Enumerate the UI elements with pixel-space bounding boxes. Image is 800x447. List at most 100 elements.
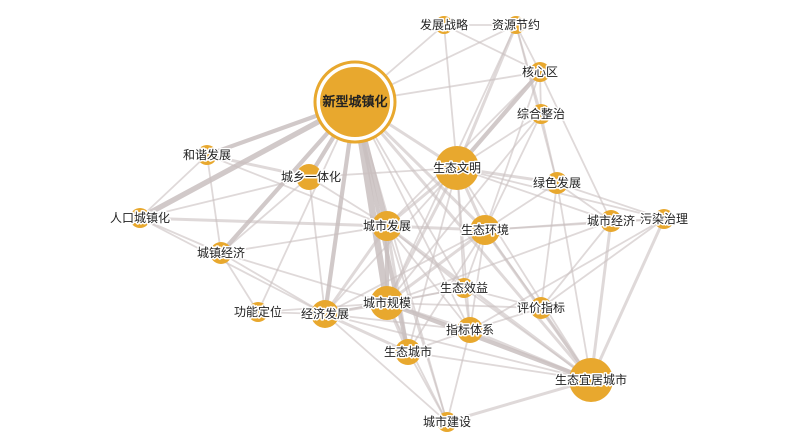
node-chengshifazhan[interactable] — [372, 211, 402, 241]
edge-renkou-jingjifazhan — [139, 217, 326, 315]
edge-renkou-chengshifazhan — [139, 216, 388, 228]
node-zonghezhengzhi[interactable] — [531, 104, 551, 124]
edge-chengzhenjingji-gongnengdingwei — [220, 252, 259, 313]
node-label-shengtaihuanjing: 生态环境 — [461, 222, 509, 237]
edge-shengtaihuanjing-zhibiaotixi — [469, 229, 486, 331]
edge-jingjifazhan-chengshijianshe — [324, 313, 448, 423]
node-pingjiazhibiao[interactable] — [530, 297, 552, 319]
node-label-fazhanzhanlue: 发展战略 — [420, 17, 468, 32]
node-xinxing[interactable] — [320, 67, 390, 137]
edge-chengzhenjingji-jingjifazhan — [220, 252, 326, 315]
edge-chengshijingji-shengtaiyiju — [589, 220, 613, 381]
edge-fazhanzhanlue-shengtaiwenming — [443, 24, 458, 169]
nodes-layer — [130, 16, 674, 432]
node-fazhanzhanlue[interactable] — [435, 16, 453, 34]
edge-shengtaichengshi-shengtaiyiju — [407, 351, 592, 381]
edge-chengshifazhan-jingjifazhan — [323, 225, 389, 315]
node-shengtaihuanjing[interactable] — [470, 215, 500, 245]
edge-zonghezhengzhi-shengtaihuanjing — [484, 113, 542, 231]
node-label-chengshijingji: 城市经济 — [587, 213, 635, 228]
edge-shengtaiwenming-shengtaiyiju — [456, 167, 592, 381]
edge-shengtaixiaoyi-pingjiazhibiao — [463, 287, 542, 309]
edge-chengshifazhan-chengzhenjingji — [220, 225, 388, 254]
node-label-shengtaichengshi: 生态城市 — [384, 344, 432, 359]
node-label-ziyuanjieyue: 资源节约 — [492, 17, 540, 32]
edge-chengxiang-renkou — [139, 176, 310, 219]
node-label-shengtaiwenming: 生态文明 — [433, 160, 481, 175]
edge-hexiefazhan-renkou — [139, 154, 208, 219]
edge-lvsefazhan-shengtaiyiju — [556, 182, 592, 381]
edge-wuran-pingjiazhibiao — [540, 218, 665, 309]
node-chengxiang[interactable] — [296, 164, 322, 190]
edge-chengxiang-jingjifazhan — [308, 176, 326, 315]
labels-layer: 新型城镇化发展战略资源节约核心区综合整治和谐发展城乡一体化生态文明绿色发展人口城… — [108, 16, 689, 431]
node-lvsefazhan[interactable] — [546, 172, 568, 194]
node-label-zhibiaotixi: 指标体系 — [446, 322, 494, 337]
edge-renkou-chengzhenjingji — [139, 217, 222, 254]
edge-wuran-zhibiaotixi — [469, 218, 665, 331]
node-label-lvsefazhan: 绿色发展 — [533, 175, 581, 190]
node-jingjifazhan[interactable] — [311, 300, 339, 328]
node-chengshijingji[interactable] — [600, 210, 622, 232]
edge-ziyuanjieyue-shengtaiwenming — [455, 24, 518, 169]
node-zhibiaotixi[interactable] — [457, 317, 483, 343]
edge-chengxiang-chengshifazhan — [308, 176, 388, 227]
edge-shengtaiwenming-wuran — [456, 167, 665, 220]
edge-chengshifazhan-shengtaichengshi — [385, 225, 410, 353]
node-ziyuanjieyue[interactable] — [507, 16, 525, 34]
edge-hexinqu-chengshijingji — [539, 71, 612, 222]
edge-shengtaihuanjing-jingjifazhan — [324, 229, 486, 315]
edge-chengshiguimo-chengshijianshe — [386, 302, 448, 423]
edge-lvsefazhan-chengshijingji — [556, 182, 612, 222]
edge-shengtaihuanjing-chengshiguimo — [386, 228, 486, 305]
node-label-hexiefazhan: 和谐发展 — [183, 147, 231, 162]
edge-xinxing-chengshijianshe — [354, 101, 448, 423]
node-label-gongnengdingwei: 功能定位 — [234, 304, 282, 319]
node-shengtaiyiju[interactable] — [569, 358, 613, 402]
node-shengtaichengshi[interactable] — [395, 339, 421, 365]
edge-xinxing-shengtaiyiju — [353, 101, 593, 381]
node-renkou[interactable] — [130, 208, 150, 228]
node-label-shengtaiyiju: 生态宜居城市 — [555, 372, 627, 387]
node-label-renkou: 人口城镇化 — [110, 211, 170, 225]
edge-zonghezhengzhi-chengshiguimo — [386, 113, 542, 304]
node-hexinqu[interactable] — [530, 62, 550, 82]
node-label-chengzhenjingji: 城镇经济 — [197, 245, 245, 260]
edge-shengtaiwenming-chengshiguimo — [385, 167, 459, 304]
edge-chengshiguimo-pingjiazhibiao — [386, 302, 542, 309]
edge-shengtaichengshi-chengshijianshe — [407, 351, 448, 423]
node-wuran[interactable] — [654, 209, 674, 229]
node-label-wuran: 污染治理 — [640, 211, 688, 226]
node-label-chengshifazhan: 城市发展 — [363, 218, 411, 233]
edge-fazhanzhanlue-hexinqu — [443, 24, 541, 73]
edge-hexiefazhan-chengxiang — [206, 153, 310, 179]
edge-chengshijingji-pingjiazhibiao — [540, 220, 612, 309]
edge-chengxiang-shengtaiwenming — [308, 167, 458, 178]
node-label-chengshijianshe: 城市建设 — [423, 414, 471, 429]
node-label-chengshiguimo: 城市规模 — [363, 295, 411, 310]
edge-shengtaiwenming-chengshijingji — [456, 167, 612, 222]
edge-chengshijingji-chengshiguimo — [386, 220, 612, 304]
edge-zonghezhengzhi-lvsefazhan — [540, 113, 558, 184]
node-gongnengdingwei[interactable] — [248, 302, 268, 322]
node-label-jingjifazhan: 经济发展 — [301, 306, 349, 321]
edge-jingjifazhan-shengtaichengshi — [324, 312, 409, 354]
node-shengtaixiaoyi[interactable] — [454, 278, 474, 298]
edge-hexiefazhan-chengzhenjingji — [206, 154, 222, 254]
node-shengtaiwenming[interactable] — [435, 146, 479, 190]
edge-chengxiang-chengzhenjingji — [220, 176, 310, 254]
node-chengzhenjingji[interactable] — [210, 242, 232, 264]
node-label-pingjiazhibiao: 评价指标 — [517, 300, 565, 315]
node-label-chengxiang: 城乡一体化 — [281, 170, 341, 184]
edge-shengtaixiaoyi-shengtaiyiju — [463, 287, 592, 381]
edge-zhibiaotixi-chengshijianshe — [446, 329, 471, 423]
node-hexiefazhan[interactable] — [197, 145, 217, 165]
node-chengshiguimo[interactable] — [370, 286, 404, 320]
edge-chengshifazhan-zhibiaotixi — [386, 225, 471, 331]
edge-lvsefazhan-wuran — [556, 182, 665, 220]
node-chengshijianshe[interactable] — [437, 412, 457, 432]
node-label-zonghezhengzhi: 综合整治 — [517, 106, 565, 121]
edge-hexinqu-shengtaihuanjing — [484, 71, 541, 231]
